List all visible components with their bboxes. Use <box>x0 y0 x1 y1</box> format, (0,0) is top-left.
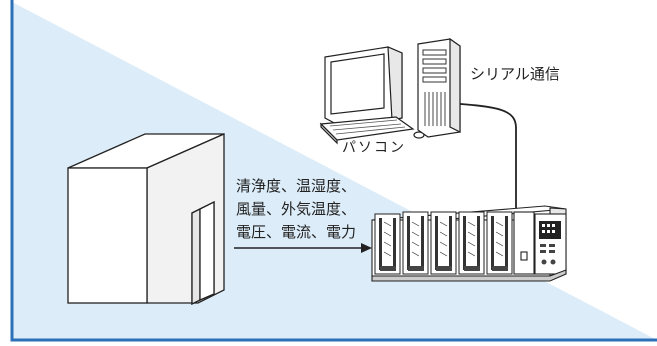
measurement-arrow <box>234 243 372 253</box>
serial-communication-label: シリアル通信 <box>470 65 560 83</box>
measurement-line-3: 電圧、電流、電力 <box>236 223 357 241</box>
measurement-list: 清浄度、温湿度、 風量、外気温度、 電圧、電流、電力 <box>236 175 356 244</box>
data-logger-icon <box>371 205 567 282</box>
building-icon <box>67 133 225 306</box>
frame-border <box>10 0 657 342</box>
measurement-line-2: 風量、外気温度、 <box>236 200 357 218</box>
measurement-line-1: 清浄度、温湿度、 <box>236 177 357 195</box>
computer-icon <box>319 37 461 145</box>
pc-label: パソコン <box>342 140 406 156</box>
serial-cable <box>443 102 517 212</box>
